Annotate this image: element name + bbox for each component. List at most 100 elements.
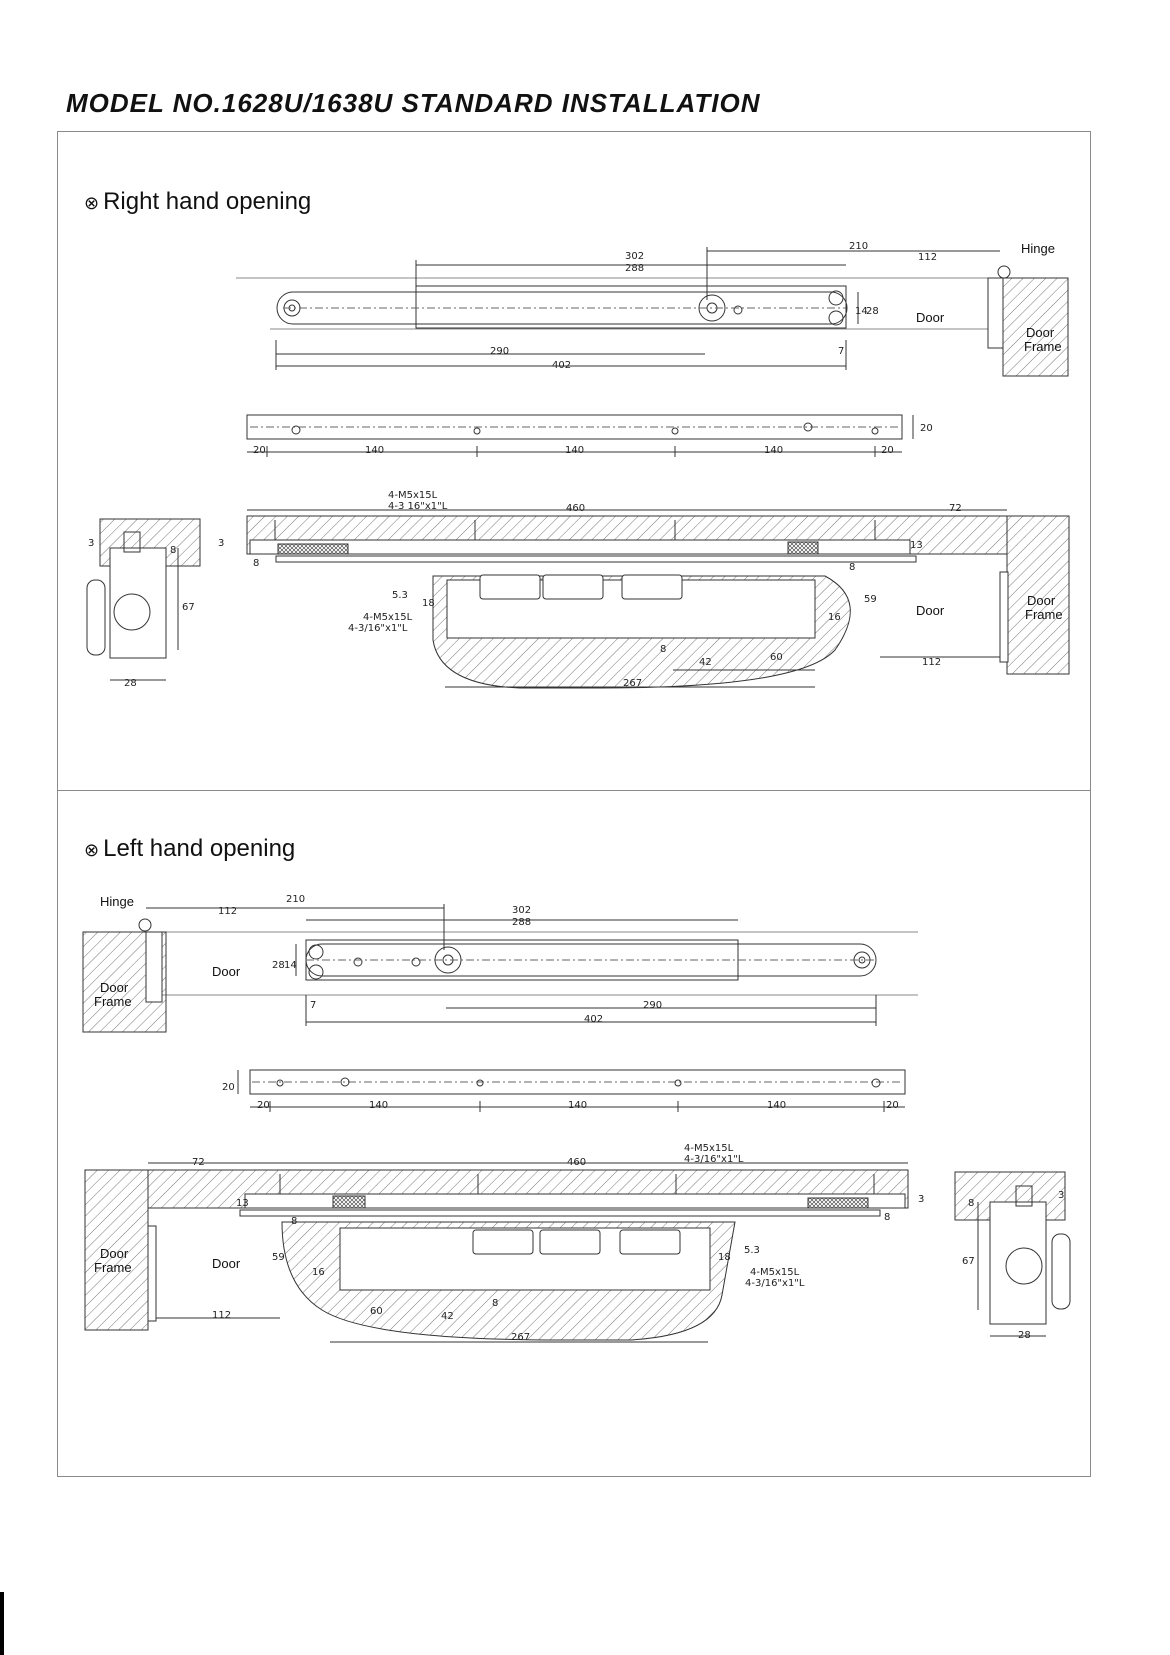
left-section-view [84, 1162, 909, 1343]
door-frame-label: Door [1026, 325, 1055, 340]
door-label: Door [212, 1256, 241, 1271]
dim-label: 3 [88, 538, 94, 549]
dim-label: 460 [566, 503, 585, 514]
left-hand-heading-text: Left hand opening [103, 835, 296, 862]
dim-label: 288 [512, 917, 531, 928]
screw-note: 4-3 16"x1"L [388, 501, 448, 512]
dim-label: 16 [312, 1267, 325, 1278]
scan-edge-mark [0, 1592, 4, 1655]
dim-label: 60 [770, 652, 783, 663]
dim-label: 402 [552, 360, 571, 371]
door-frame-label: Door [100, 980, 129, 995]
dim-label: 8 [253, 558, 259, 569]
dim-label: 20 [920, 423, 933, 434]
dim-label: 8 [170, 545, 176, 556]
dim-label: 267 [511, 1332, 530, 1343]
dim-label: 8 [884, 1212, 890, 1223]
dim-label: 14 [284, 960, 297, 971]
dim-label: 18 [718, 1252, 731, 1263]
dim-label: 59 [272, 1252, 285, 1263]
dim-label: 42 [699, 657, 712, 668]
dim-label: 112 [212, 1310, 231, 1321]
dim-label: 20 [257, 1100, 270, 1111]
door-label: Door [916, 310, 945, 325]
dim-label: 20 [222, 1082, 235, 1093]
dim-label: 72 [949, 503, 962, 514]
door-frame-label: Frame [94, 994, 132, 1009]
dim-label: 7 [310, 1000, 316, 1011]
dim-label: 302 [625, 251, 644, 262]
right-hand-heading: ⊗Right hand opening [84, 188, 311, 216]
screw-note: 4-3/16"x1"L [348, 623, 408, 634]
dim-label: 460 [567, 1157, 586, 1168]
left-hand-heading: ⊗Left hand opening [84, 835, 295, 863]
dim-label: 13 [236, 1198, 249, 1209]
dim-label: 59 [864, 594, 877, 605]
dim-label: 18 [422, 598, 435, 609]
dim-label: 72 [192, 1157, 205, 1168]
dim-label: 290 [643, 1000, 662, 1011]
dim-label: 8 [660, 644, 666, 655]
left-top-view [82, 904, 918, 1033]
door-frame-label: Frame [94, 1260, 132, 1275]
bullet-icon: ⊗ [84, 193, 100, 213]
dim-label: 3 [918, 1194, 924, 1205]
door-label: Door [916, 603, 945, 618]
right-side-view [86, 518, 201, 681]
dim-label: 5.3 [744, 1245, 760, 1256]
dim-label: 288 [625, 263, 644, 274]
dim-label: 16 [828, 612, 841, 623]
dim-label: 14 [855, 306, 868, 317]
dim-label: 210 [286, 894, 305, 905]
dim-label: 302 [512, 905, 531, 916]
door-frame-label: Door [1027, 593, 1056, 608]
dim-label: 290 [490, 346, 509, 357]
drawing-frame [57, 131, 1091, 1477]
bullet-icon: ⊗ [84, 840, 100, 860]
dim-label: 8 [291, 1216, 297, 1227]
dim-label: 42 [441, 1311, 454, 1322]
screw-note: 4-3/16"x1"L [745, 1278, 805, 1289]
left-rail-view [237, 1069, 906, 1112]
section-divider [57, 790, 1090, 791]
dim-label: 67 [182, 602, 195, 613]
screw-note: 4-M5x15L [750, 1267, 800, 1278]
dim-label: 20 [253, 445, 266, 456]
dim-label: 13 [910, 540, 923, 551]
dim-label: 112 [922, 657, 941, 668]
screw-note: 4-3/16"x1"L [684, 1154, 744, 1165]
dim-label: 140 [764, 445, 783, 456]
right-section-view [246, 509, 1070, 689]
dim-label: 7 [838, 346, 844, 357]
dim-label: 8 [492, 1298, 498, 1309]
screw-note: 4-M5x15L [684, 1143, 734, 1154]
dim-label: 140 [565, 445, 584, 456]
dim-label: 8 [968, 1198, 974, 1209]
dim-label: 140 [365, 445, 384, 456]
door-frame-label: Door [100, 1246, 129, 1261]
right-top-view [236, 247, 1069, 377]
right-hand-heading-text: Right hand opening [103, 188, 312, 215]
dim-label: 210 [849, 241, 868, 252]
dim-label: 60 [370, 1306, 383, 1317]
door-label: Door [212, 964, 241, 979]
dim-label: 5.3 [392, 590, 408, 601]
dim-label: 3 [1058, 1190, 1064, 1201]
right-rail-view [246, 414, 914, 457]
dim-label: 140 [568, 1100, 587, 1111]
door-frame-label: Frame [1025, 607, 1063, 622]
hinge-label: Hinge [100, 894, 134, 909]
page-title: MODEL NO.1628U/1638U STANDARD INSTALLATI… [66, 88, 761, 118]
screw-note: 4-M5x15L [363, 612, 413, 623]
dim-label: 140 [369, 1100, 388, 1111]
dim-label: 67 [962, 1256, 975, 1267]
dim-label: 20 [881, 445, 894, 456]
dim-label: 20 [886, 1100, 899, 1111]
dim-label: 3 [218, 538, 224, 549]
dim-label: 28 [866, 306, 879, 317]
dim-label: 8 [849, 562, 855, 573]
dim-label: 28 [272, 960, 285, 971]
dim-label: 267 [623, 678, 642, 689]
hinge-label: Hinge [1021, 241, 1055, 256]
